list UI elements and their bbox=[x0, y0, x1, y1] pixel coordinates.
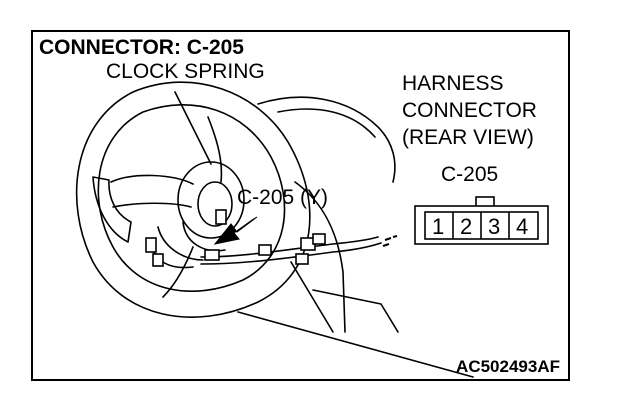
pin-4: 4 bbox=[516, 214, 528, 239]
diagram-frame: 1 2 3 4 CONNECTOR: C-205 CLOCK SPRING HA… bbox=[31, 30, 570, 381]
c205-arrow bbox=[213, 216, 258, 245]
dashboard-lower bbox=[294, 181, 346, 333]
harness-connector-rear-view: 1 2 3 4 bbox=[414, 196, 549, 245]
harness-connector bbox=[204, 249, 220, 261]
harness-connector bbox=[295, 253, 309, 265]
clock-spring-leader bbox=[174, 91, 212, 165]
dashboard-outline bbox=[257, 96, 396, 183]
harness-connector bbox=[145, 237, 157, 253]
harness-connector bbox=[258, 244, 272, 256]
harness-label-line-2: CONNECTOR bbox=[402, 99, 537, 122]
floor-line bbox=[237, 311, 474, 378]
diagram-title: CONNECTOR: C-205 bbox=[39, 36, 244, 59]
harness-connector bbox=[312, 233, 326, 245]
pin-3: 3 bbox=[488, 214, 500, 239]
steering-wheel-illustration: 1 2 3 4 bbox=[75, 81, 549, 378]
steering-wheel-rim-outer bbox=[75, 81, 311, 318]
harness-wire-3 bbox=[157, 226, 204, 261]
clock-spring-inner bbox=[197, 181, 233, 227]
pin-1: 1 bbox=[432, 214, 444, 239]
clock-spring-outer bbox=[177, 161, 245, 239]
bottom-spoke bbox=[162, 246, 194, 298]
left-spoke-lower bbox=[112, 202, 192, 208]
dashboard-outline-inner bbox=[277, 108, 376, 138]
connector-id-label: C-205 bbox=[441, 163, 499, 186]
steering-wheel-rim-inner bbox=[97, 104, 286, 292]
harness-label-line-1: HARNESS bbox=[402, 72, 504, 95]
wire-tail-dash bbox=[384, 237, 392, 241]
harness-connector bbox=[152, 253, 164, 267]
harness-label-line-3: (REAR VIEW) bbox=[402, 126, 534, 149]
figure-code: AC502493AF bbox=[456, 357, 560, 376]
dash-bottom-line bbox=[312, 289, 399, 333]
left-spoke bbox=[110, 174, 194, 185]
wire-tail-dash bbox=[392, 235, 398, 238]
wheel-opening-left bbox=[92, 176, 132, 243]
column-lower-line bbox=[290, 261, 334, 333]
harness-wire-1 bbox=[200, 236, 379, 258]
top-spoke bbox=[207, 116, 223, 183]
connector-callout-label: C-205 (Y) bbox=[237, 186, 329, 209]
harness-connector-label: HARNESS CONNECTOR (REAR VIEW) bbox=[402, 70, 537, 151]
harness-wire-2 bbox=[200, 242, 382, 265]
wire-tail-dash bbox=[382, 243, 390, 247]
pin-2: 2 bbox=[460, 214, 472, 239]
harness-connector bbox=[215, 209, 227, 225]
clock-spring-label: CLOCK SPRING bbox=[106, 60, 265, 83]
